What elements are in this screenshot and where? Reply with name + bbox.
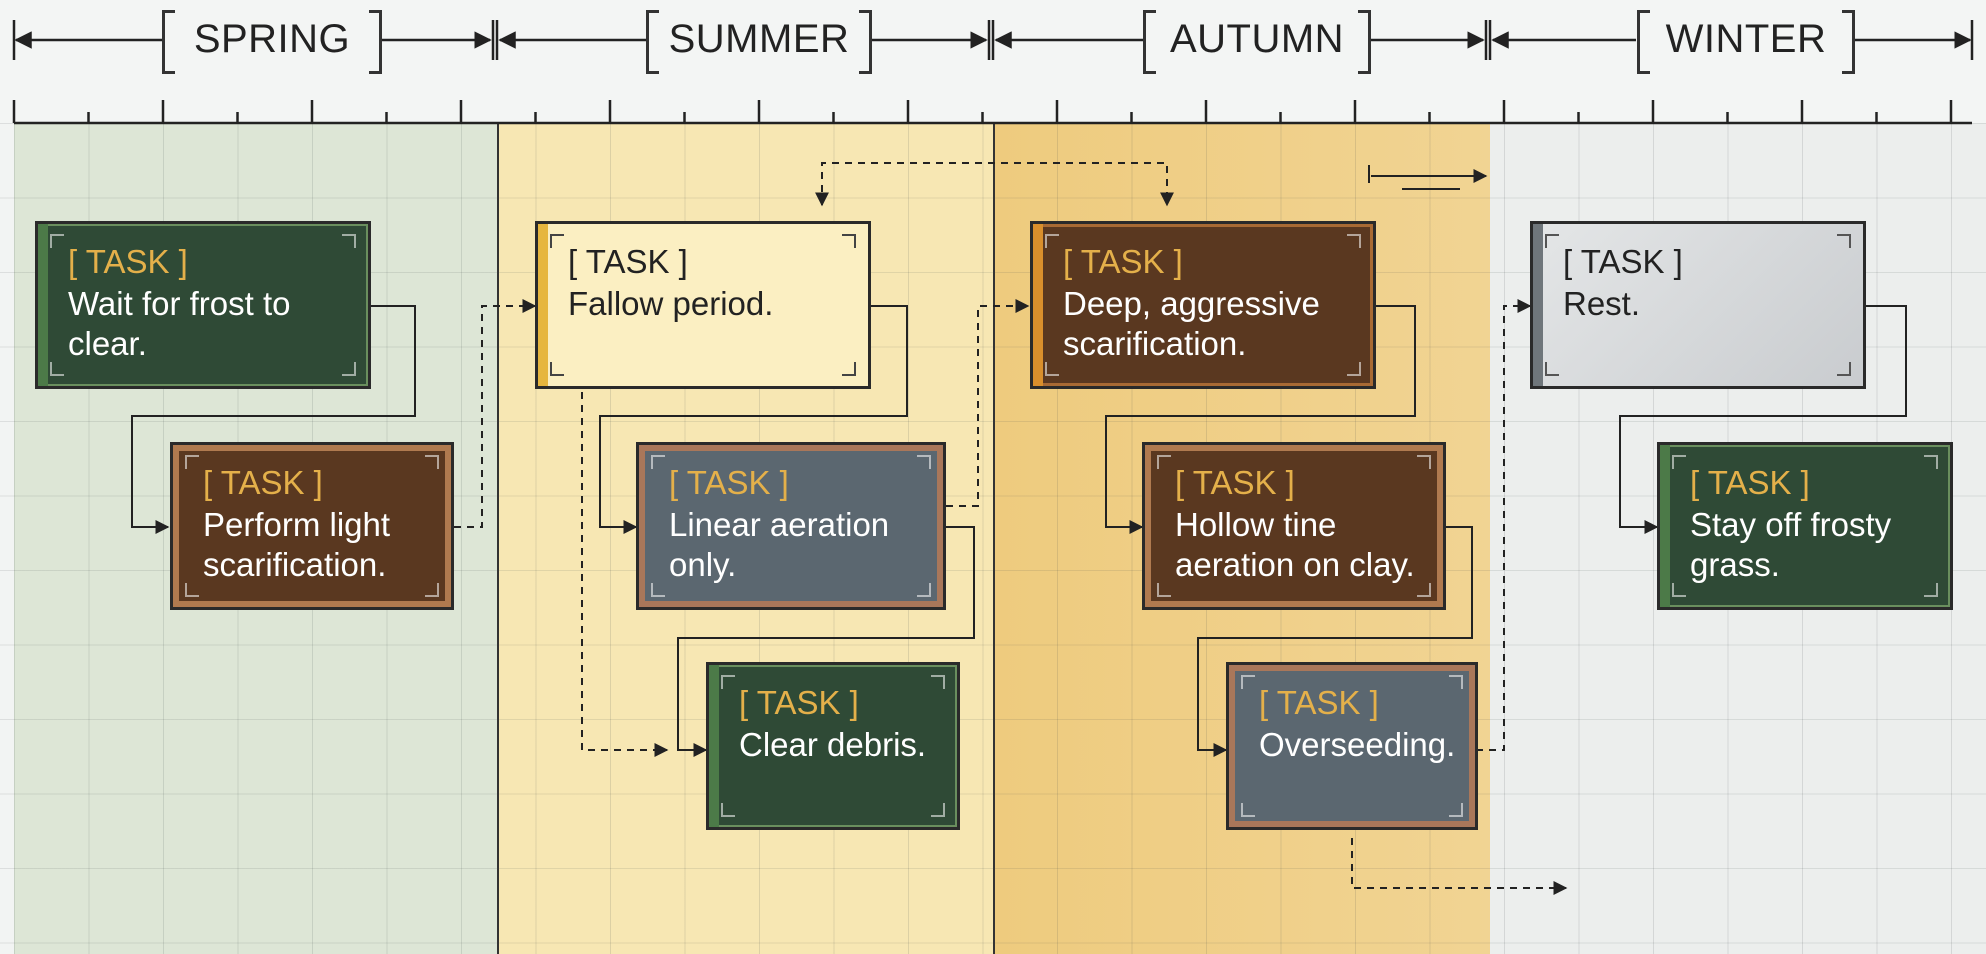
task-tag: [ TASK ] <box>669 464 789 501</box>
task-card-wait-for-frost: [ TASK ] Wait for frost to clear. <box>35 221 371 389</box>
task-card-clear-debris: [ TASK ] Clear debris. <box>706 662 960 830</box>
task-card-deep-scarification: [ TASK ] Deep, aggressive scarification. <box>1030 221 1376 389</box>
task-text: Rest. <box>1563 285 1641 322</box>
task-text: Overseeding. <box>1259 726 1456 763</box>
task-text: Stay off frosty grass. <box>1690 506 1892 583</box>
measure-mark <box>1368 165 1488 190</box>
season-label-autumn: AUTUMN <box>1143 10 1371 74</box>
task-card-fallow-period: [ TASK ] Fallow period. <box>535 221 871 389</box>
task-card-stay-off-grass: [ TASK ] Stay off frosty grass. <box>1657 442 1953 610</box>
task-text: Linear aeration only. <box>669 506 890 583</box>
task-text: Perform light scarification. <box>203 506 391 583</box>
task-tag: [ TASK ] <box>1175 464 1295 501</box>
task-text: Clear debris. <box>739 726 927 763</box>
task-card-rest: [ TASK ] Rest. <box>1530 221 1866 389</box>
solid-connectors <box>131 305 1907 757</box>
task-tag: [ TASK ] <box>1259 684 1379 721</box>
task-tag: [ TASK ] <box>739 684 859 721</box>
task-tag: [ TASK ] <box>1563 243 1683 280</box>
season-label-spring: SPRING <box>162 10 382 74</box>
task-tag: [ TASK ] <box>1690 464 1810 501</box>
task-tag: [ TASK ] <box>1063 243 1183 280</box>
time-ruler <box>12 100 1972 125</box>
task-text: Deep, aggressive scarification. <box>1063 285 1320 362</box>
task-text: Wait for frost to clear. <box>68 285 291 362</box>
task-tag: [ TASK ] <box>68 243 188 280</box>
season-label-winter: WINTER <box>1637 10 1855 74</box>
season-label-summer: SUMMER <box>646 10 872 74</box>
task-text: Hollow tine aeration on clay. <box>1175 506 1415 583</box>
task-tag: [ TASK ] <box>568 243 688 280</box>
dashed-connectors <box>454 162 1568 895</box>
task-card-overseeding: [ TASK ] Overseeding. <box>1226 662 1478 830</box>
task-tag: [ TASK ] <box>203 464 323 501</box>
task-card-linear-aeration: [ TASK ] Linear aeration only. <box>636 442 946 610</box>
task-card-light-scarification: [ TASK ] Perform light scarification. <box>170 442 454 610</box>
task-text: Fallow period. <box>568 285 774 322</box>
task-card-hollow-tine-aeration: [ TASK ] Hollow tine aeration on clay. <box>1142 442 1446 610</box>
